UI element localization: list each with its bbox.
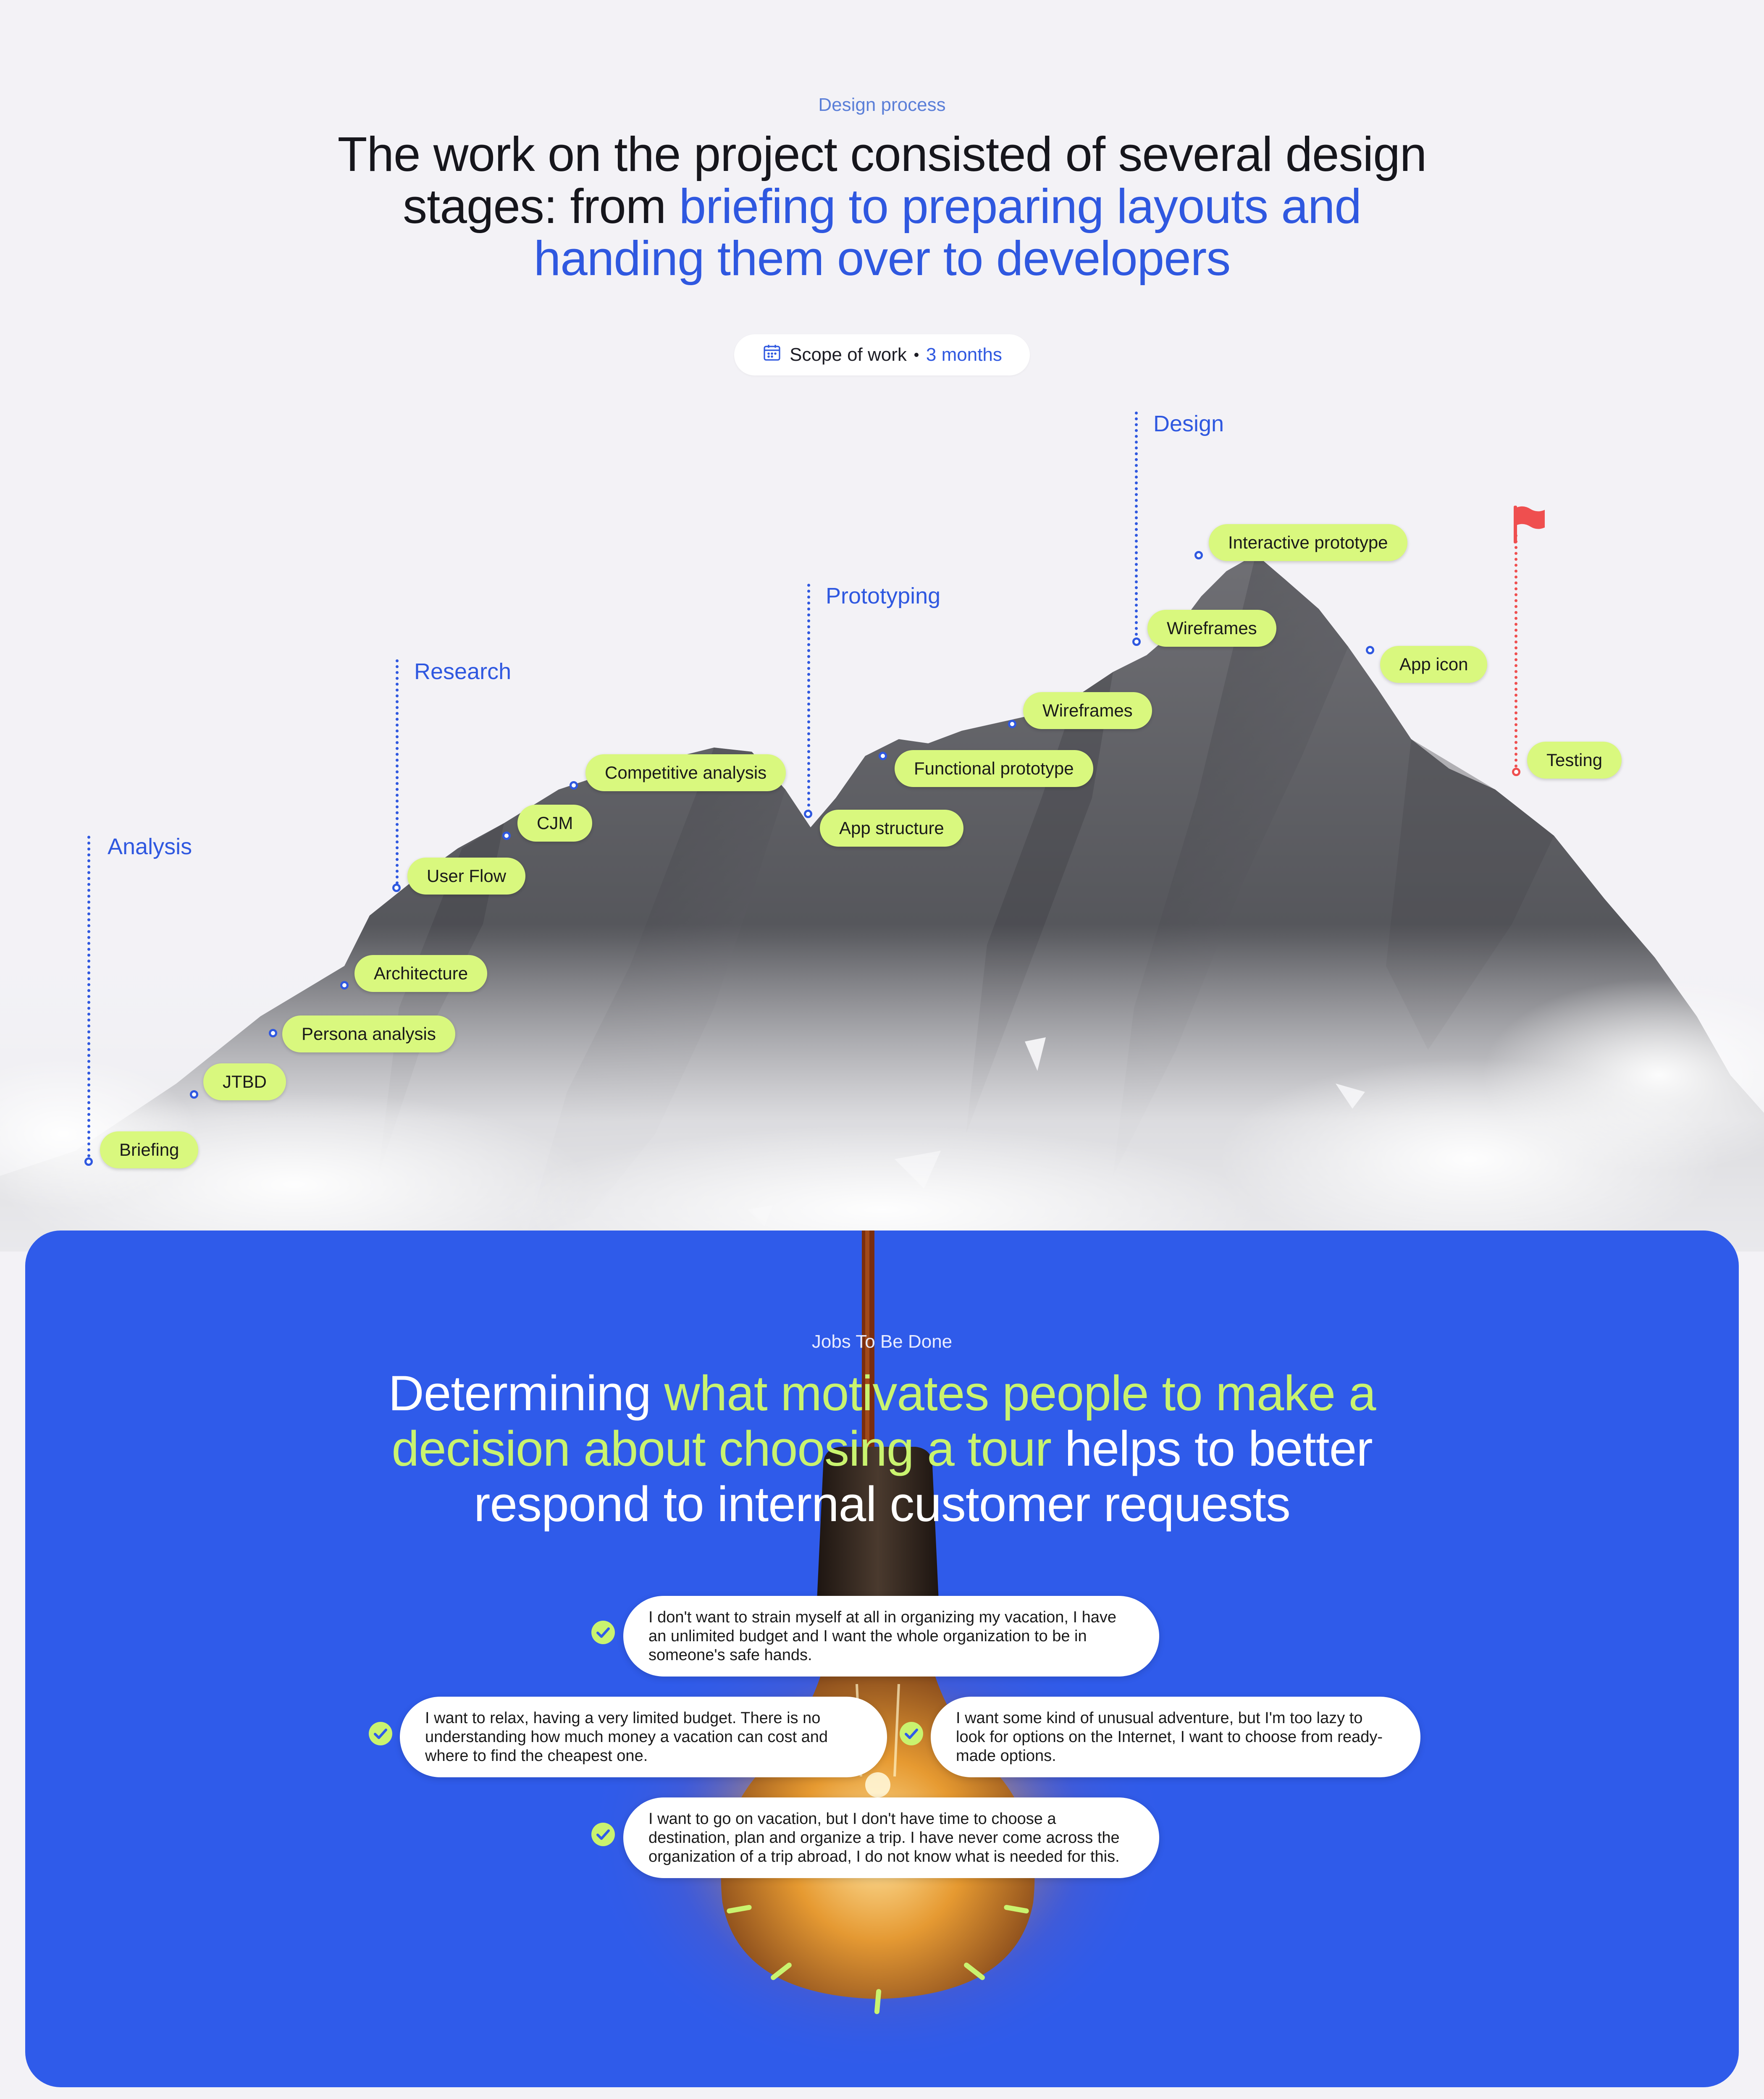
- step-node: [392, 884, 401, 892]
- phase-label-design: Design: [1153, 411, 1224, 436]
- mountain-illustration: [0, 554, 1764, 1252]
- step-node: [502, 832, 511, 840]
- step-pill: Interactive prototype: [1209, 524, 1407, 561]
- calendar-icon: [762, 343, 782, 367]
- quote-text: I don't want to strain myself at all in …: [648, 1608, 1117, 1664]
- step-node: [1366, 646, 1374, 654]
- flag-icon: [1514, 506, 1545, 543]
- jtbd-headline-accent: what motivates people to make a decision…: [391, 1366, 1376, 1477]
- headline-text: The work on the project consisted of sev…: [337, 127, 1427, 234]
- jtbd-quote-card: I want to go on vacation, but I don't ha…: [623, 1797, 1159, 1878]
- separator-dot: [914, 353, 919, 357]
- step-node: [269, 1029, 277, 1037]
- jtbd-headline-text-end: helps to better respond to internal cust…: [474, 1421, 1373, 1532]
- testing-line: [1515, 534, 1517, 774]
- phase-label-analysis: Analysis: [108, 834, 192, 859]
- step-pill: Wireframes: [1147, 610, 1276, 647]
- step-node: [340, 981, 349, 989]
- step-pill: App structure: [820, 810, 963, 847]
- phase-line-prototyping: [807, 584, 810, 813]
- check-icon: [591, 1621, 615, 1644]
- jtbd-headline: Determining what motivates people to mak…: [336, 1366, 1428, 1532]
- step-node: [84, 1157, 93, 1166]
- scope-value: 3 months: [926, 344, 1002, 365]
- step-node: [1194, 551, 1203, 559]
- check-icon: [591, 1823, 615, 1846]
- step-pill: App icon: [1380, 646, 1488, 683]
- step-pill: Architecture: [354, 955, 488, 992]
- section-eyebrow: Design process: [818, 94, 946, 115]
- step-pill: Testing: [1527, 742, 1622, 779]
- check-icon: [369, 1722, 392, 1745]
- jtbd-quote-card: I want to relax, having a very limited b…: [400, 1697, 887, 1777]
- step-node-testing: [1512, 768, 1520, 776]
- check-icon: [900, 1722, 923, 1745]
- step-node: [570, 781, 578, 790]
- section-headline: The work on the project consisted of sev…: [336, 128, 1428, 284]
- step-pill: Briefing: [100, 1131, 199, 1168]
- scope-of-work-badge: Scope of work 3 months: [734, 334, 1030, 375]
- step-node: [1008, 720, 1016, 728]
- jtbd-eyebrow: Jobs To Be Done: [811, 1331, 953, 1352]
- quote-text: I want to go on vacation, but I don't ha…: [648, 1810, 1120, 1865]
- step-pill: Persona analysis: [282, 1015, 455, 1052]
- step-pill: Wireframes: [1023, 692, 1152, 729]
- step-pill: User Flow: [407, 858, 526, 895]
- jtbd-quote-card: I don't want to strain myself at all in …: [623, 1596, 1159, 1677]
- jtbd-headline-text: Determining: [388, 1366, 664, 1421]
- step-pill: Competitive analysis: [585, 754, 786, 791]
- phase-line-research: [396, 659, 399, 890]
- quote-text: I want some kind of unusual adventure, b…: [956, 1709, 1383, 1765]
- step-node: [879, 752, 887, 760]
- jtbd-panel: Jobs To Be Done Determining what motivat…: [25, 1231, 1739, 2087]
- phase-line-analysis: [87, 836, 90, 1163]
- step-node: [190, 1090, 198, 1099]
- scope-label: Scope of work: [790, 344, 907, 365]
- headline-accent-text: briefing to preparing layouts and handin…: [533, 179, 1362, 286]
- step-node: [804, 810, 812, 818]
- jtbd-quote-card: I want some kind of unusual adventure, b…: [931, 1697, 1420, 1777]
- phase-label-research: Research: [414, 659, 512, 684]
- step-node: [1132, 638, 1141, 646]
- step-pill: JTBD: [203, 1063, 286, 1100]
- phase-line-design: [1135, 412, 1138, 642]
- quote-text: I want to relax, having a very limited b…: [425, 1709, 828, 1765]
- step-pill: Functional prototype: [895, 750, 1093, 787]
- phase-label-prototyping: Prototyping: [826, 583, 941, 609]
- step-pill: CJM: [517, 805, 593, 842]
